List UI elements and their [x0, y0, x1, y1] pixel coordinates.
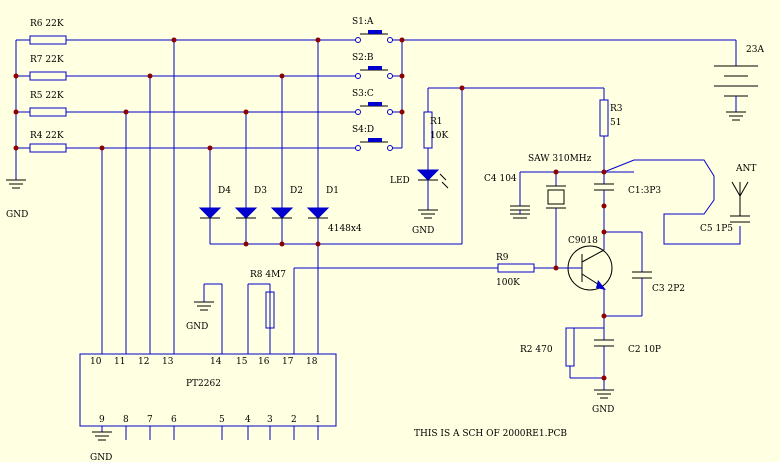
resistor-r6: R6 22K: [16, 19, 356, 45]
ic-pin-5: 5: [219, 415, 225, 425]
r2-label: R2 470: [520, 345, 553, 355]
diode-d2: D2: [270, 186, 303, 219]
rf-top-net: [519, 159, 741, 245]
ic-top-connections: [101, 40, 319, 354]
ic-pin-18: 18: [306, 357, 318, 367]
ic-label: PT2262: [186, 379, 221, 389]
ground-symbol-left: GND: [6, 148, 28, 220]
led-label: LED: [390, 176, 410, 186]
ic-pin-9: 9: [99, 415, 105, 425]
ic-pin-7: 7: [147, 415, 153, 425]
resistor-r5: R5 22K: [16, 91, 356, 117]
gnd-label-rf: GND: [592, 405, 614, 415]
junction-dots: [13, 37, 607, 381]
antenna: ANT C5 1P5: [700, 164, 756, 234]
c2-label: C2 10P: [628, 345, 661, 355]
s4-label: S4:D: [352, 125, 374, 135]
switch-s1: S1:A: [352, 17, 393, 43]
switch-s4: S4:D: [352, 125, 393, 151]
switch-rail: [392, 39, 736, 149]
ic-pin-17: 17: [282, 357, 294, 367]
c4-label: C4 104: [484, 174, 517, 184]
s3-label: S3:C: [352, 89, 374, 99]
ic-pin-14: 14: [210, 357, 222, 367]
ic-pin-8: 8: [123, 415, 129, 425]
ic-pin-10: 10: [90, 357, 102, 367]
r6-label: R6 22K: [30, 19, 64, 29]
ic-pin-3: 3: [267, 415, 273, 425]
capacitor-c2: C2 10P GND: [592, 339, 661, 415]
c5-label: C5 1P5: [700, 224, 733, 234]
d2-label: D2: [290, 186, 303, 196]
resistor-r2: R2 470: [520, 316, 605, 379]
diodes-part-label: 4148x4: [328, 224, 362, 234]
d1-label: D1: [326, 186, 339, 196]
ic-pt2262: PT2262: [79, 353, 337, 427]
c3-label: C3 2P2: [652, 284, 685, 294]
s1-label: S1:A: [352, 17, 374, 27]
led: LED GND: [390, 169, 449, 236]
ic-pin-11: 11: [114, 357, 125, 367]
r9-label: R9: [496, 253, 509, 263]
ic-pin-4: 4: [245, 415, 251, 425]
ic-pin-12: 12: [138, 357, 149, 367]
capacitor-c3: C3 2P2: [604, 231, 685, 317]
s2-label: S2:B: [352, 53, 374, 63]
r1-value: 10K: [430, 131, 448, 141]
battery-23a: 23A: [714, 40, 764, 121]
switch-s2: S2:B: [352, 53, 393, 79]
r8-label: R8 4M7: [250, 270, 286, 280]
resistor-r1: R1 10K: [423, 88, 448, 170]
ic-bottom-connections: GND: [90, 426, 319, 462]
diode-d3: D3: [234, 186, 267, 219]
diode-d4: D4: [198, 186, 231, 219]
gnd-label-pin14: GND: [186, 322, 208, 332]
ic-pin-6: 6: [171, 415, 177, 425]
battery-label: 23A: [746, 45, 764, 55]
r4-label: R4 22K: [30, 131, 64, 141]
resistor-r8: R8 4M7: [248, 270, 286, 354]
saw-label: SAW 310MHz: [528, 154, 592, 164]
d4-label: D4: [218, 186, 231, 196]
c1-label: C1:3P3: [628, 186, 661, 196]
resistor-r9: R9 100K: [294, 253, 556, 288]
ic-pin-13: 13: [162, 357, 174, 367]
capacitor-c4: C4 104: [484, 174, 530, 219]
ground-symbol-pin14: GND: [186, 283, 222, 332]
ic-pin-2: 2: [291, 415, 297, 425]
ic-pin-16: 16: [258, 357, 270, 367]
resistor-r4: R4 22K: [16, 131, 356, 153]
gnd-label-ic: GND: [90, 453, 112, 462]
ic-pin-labels-top: 10 11 12 13 14 15 16 17 18: [90, 357, 318, 367]
diode-bus: [209, 40, 604, 245]
gnd-label-left: GND: [6, 210, 28, 220]
r3-value: 51: [610, 118, 621, 128]
saw-resonator: SAW 310MHz: [528, 154, 592, 268]
r7-label: R7 22K: [30, 55, 64, 65]
transistor-q1: C9018: [556, 236, 613, 316]
switch-s3: S3:C: [352, 89, 393, 115]
ant-label: ANT: [735, 164, 756, 174]
ic-pin-15: 15: [236, 357, 248, 367]
diode-d1: D1 4148x4: [306, 186, 362, 234]
capacitor-c1: C1:3P3: [594, 183, 661, 250]
q1-label: C9018: [568, 236, 598, 246]
resistor-r7: R7 22K: [16, 55, 356, 81]
ic-pin-1: 1: [315, 415, 321, 425]
d3-label: D3: [254, 186, 267, 196]
gnd-label-led: GND: [412, 226, 434, 236]
footer-note: THIS IS A SCH OF 2000RE1.PCB: [414, 429, 567, 439]
resistor-r3: R3 51: [599, 88, 623, 184]
r5-label: R5 22K: [30, 91, 64, 101]
r9-value: 100K: [496, 278, 520, 288]
r3-label: R3: [610, 104, 623, 114]
r1-label: R1: [430, 117, 443, 127]
ic-pin-labels-bottom: 9 8 7 6 5 4 3 2 1: [99, 415, 321, 425]
